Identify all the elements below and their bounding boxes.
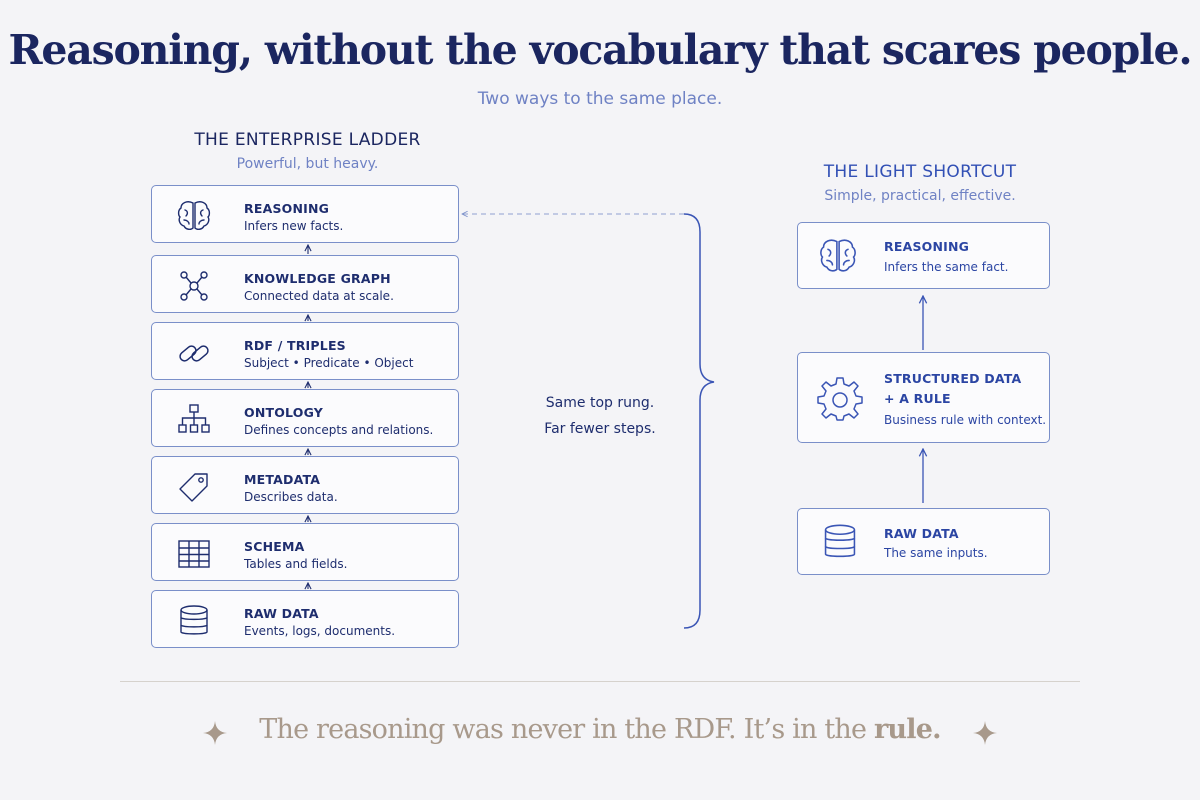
ladder-step-ontology: ONTOLOGY Defines concepts and relations. bbox=[151, 389, 459, 447]
middle-caption-line1: Same top rung. bbox=[545, 395, 655, 411]
shortcut-step-reasoning: REASONING Infers the same fact. bbox=[797, 222, 1050, 289]
step-description: The same inputs. bbox=[884, 546, 988, 560]
step-description: Defines concepts and relations. bbox=[244, 423, 434, 437]
step-title: KNOWLEDGE GRAPH bbox=[244, 271, 391, 286]
step-description: Business rule with context. bbox=[884, 413, 1047, 427]
step-title: SCHEMA bbox=[244, 539, 305, 554]
step-description: Describes data. bbox=[244, 490, 338, 504]
step-description: Events, logs, documents. bbox=[244, 624, 396, 638]
ladder-step-rdf-triples: RDF / TRIPLES Subject • Predicate • Obje… bbox=[151, 322, 459, 380]
step-description: Subject • Predicate • Object bbox=[244, 356, 414, 370]
step-title: STRUCTURED DATA bbox=[884, 371, 1022, 386]
shortcut-step-raw-data: RAW DATA The same inputs. bbox=[797, 508, 1050, 575]
enterprise-ladder-heading: THE ENTERPRISE LADDER bbox=[194, 130, 421, 150]
step-description: Tables and fields. bbox=[244, 557, 348, 571]
shortcut-step-structured-data-rule: STRUCTURED DATA + A RULE Business rule w… bbox=[797, 352, 1050, 443]
step-title-line2: + A RULE bbox=[884, 391, 951, 406]
step-description: Connected data at scale. bbox=[244, 289, 394, 303]
footer-divider bbox=[120, 681, 1080, 682]
enterprise-ladder-subheading: Powerful, but heavy. bbox=[236, 156, 379, 172]
ladder-step-metadata: METADATA Describes data. bbox=[151, 456, 459, 514]
database-icon bbox=[176, 604, 212, 638]
graph-nodes-icon bbox=[176, 269, 212, 303]
step-title: REASONING bbox=[244, 201, 330, 216]
step-title: RDF / TRIPLES bbox=[244, 338, 346, 353]
step-title: REASONING bbox=[884, 239, 970, 254]
footer-tagline: The reasoning was never in the RDF. It’s… bbox=[0, 714, 1200, 745]
brain-icon bbox=[818, 237, 858, 275]
database-icon bbox=[820, 521, 860, 563]
step-title: ONTOLOGY bbox=[244, 405, 324, 420]
enterprise-ladder-header: THE ENTERPRISE LADDER Powerful, but heav… bbox=[150, 130, 465, 172]
footer-emphasis: rule. bbox=[874, 714, 941, 745]
page-title: Reasoning, without the vocabulary that s… bbox=[8, 26, 1193, 74]
gear-icon bbox=[816, 375, 864, 423]
curly-brace bbox=[683, 213, 715, 629]
brain-icon bbox=[176, 199, 212, 233]
footer-text: The reasoning was never in the RDF. It’s… bbox=[259, 714, 867, 745]
ladder-step-knowledge-graph: KNOWLEDGE GRAPH Connected data at scale. bbox=[151, 255, 459, 313]
step-title: RAW DATA bbox=[244, 606, 319, 621]
step-title: METADATA bbox=[244, 472, 321, 487]
step-description: Infers the same fact. bbox=[884, 260, 1009, 274]
light-shortcut-heading: THE LIGHT SHORTCUT bbox=[823, 162, 1017, 182]
middle-caption-line2: Far fewer steps. bbox=[544, 421, 656, 437]
step-description: Infers new facts. bbox=[244, 219, 344, 233]
chain-link-icon bbox=[176, 336, 212, 370]
table-icon bbox=[176, 537, 212, 571]
sparkle-icon bbox=[203, 721, 227, 745]
page-subtitle: Two ways to the same place. bbox=[477, 89, 723, 109]
light-shortcut-header: THE LIGHT SHORTCUT Simple, practical, ef… bbox=[770, 162, 1070, 204]
step-title: RAW DATA bbox=[884, 526, 959, 541]
tag-icon bbox=[176, 470, 212, 504]
hierarchy-icon bbox=[176, 403, 212, 437]
sparkle-icon bbox=[973, 721, 997, 745]
ladder-step-reasoning: REASONING Infers new facts. bbox=[151, 185, 459, 243]
middle-caption: Same top rung. Far fewer steps. bbox=[500, 390, 700, 442]
light-shortcut-subheading: Simple, practical, effective. bbox=[824, 188, 1016, 204]
ladder-step-schema: SCHEMA Tables and fields. bbox=[151, 523, 459, 581]
ladder-step-raw-data: RAW DATA Events, logs, documents. bbox=[151, 590, 459, 648]
